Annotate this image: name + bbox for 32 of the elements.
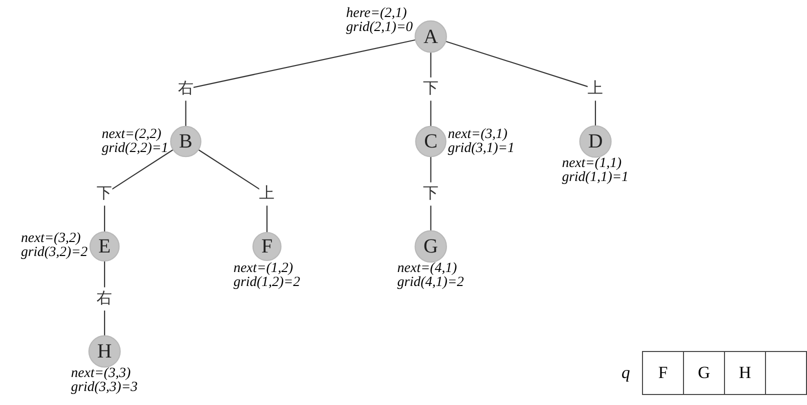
edge-label: 上 (259, 186, 275, 202)
queue-cell: G (684, 352, 724, 394)
connector (185, 39, 416, 126)
node-annotation: next=(1,2) grid(1,2)=2 (233, 262, 300, 290)
node-annotation: next=(4,1) grid(4,1)=2 (397, 262, 464, 290)
node-circle: B (170, 126, 202, 158)
node-annotation: next=(1,1) grid(1,1)=1 (562, 157, 629, 186)
node-circle: D (579, 125, 612, 158)
queue-cell: F (642, 352, 684, 394)
node-circle: C (415, 126, 446, 158)
connector (198, 149, 268, 232)
node-annotation: next=(3,2) grid(3,2)=2 (21, 232, 88, 260)
queue-name: q (622, 363, 630, 383)
node-circle: F (252, 232, 282, 261)
node-annotation: here=(2,1) grid(2,1)=0 (346, 6, 413, 35)
node-annotation: next=(3,3) grid(3,3)=3 (71, 367, 138, 395)
node-circle: G (414, 230, 447, 263)
connector (104, 149, 174, 232)
node-annotation: next=(2,2) grid(2,2)=1 (102, 128, 168, 156)
connector (446, 40, 596, 126)
queue-cell: H (724, 352, 766, 394)
node-annotation: next=(3,1) grid(3,1)=1 (448, 128, 514, 156)
node-circle: A (414, 20, 447, 53)
edge-label: 下 (422, 186, 439, 202)
edge-label: 下 (422, 80, 439, 98)
node-circle: H (88, 335, 121, 368)
edge-label: 右 (96, 290, 112, 308)
connector (104, 260, 106, 336)
edge-label: 下 (96, 186, 112, 202)
node-circle: E (89, 231, 120, 262)
edge-label: 上 (588, 80, 604, 98)
edge-label: 右 (178, 80, 194, 98)
